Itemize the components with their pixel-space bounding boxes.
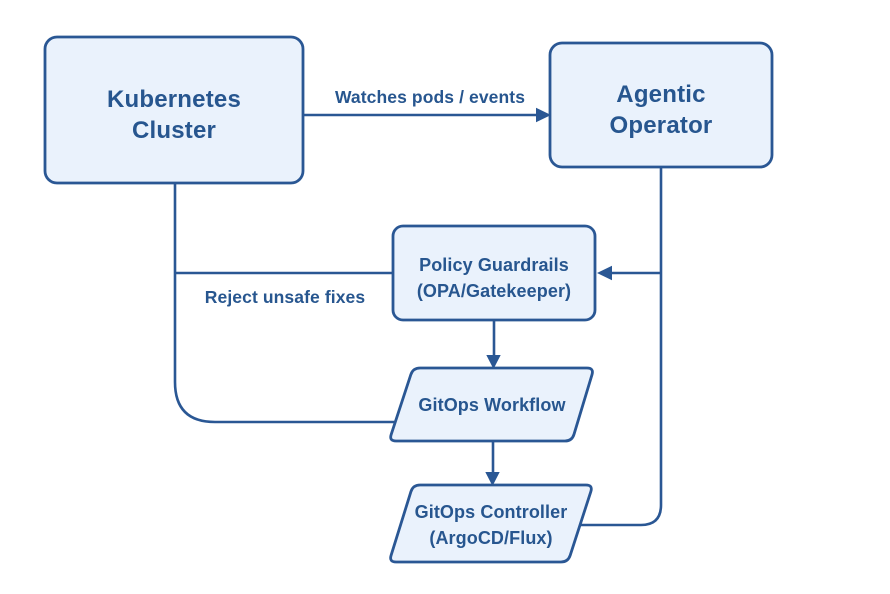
agentic-operator-box [548,41,774,169]
edge-cluster-to-workflow [173,183,397,424]
edge-workflow-to-controller [485,441,500,486]
node-label: GitOps Workflow [418,395,566,415]
node-label: Agentic [616,81,705,108]
edge-watches-pods-events: Watches pods / events [303,87,551,123]
node-label: (ArgoCD/Flux) [429,528,552,548]
edge-label-reject: Reject unsafe fixes [205,287,366,307]
edge-label-watches: Watches pods / events [335,87,525,107]
arrowhead-right-icon [536,107,551,123]
node-label: Policy Guardrails [419,255,569,275]
arrowhead-down-icon [485,472,500,486]
node-label: GitOps Controller [415,502,568,522]
edge-line [611,167,663,275]
edge-line [173,183,397,424]
policy-guardrails-box [391,224,597,322]
node-label: Kubernetes [107,86,241,113]
edge-reject-unsafe-fixes: Reject unsafe fixes [175,271,393,307]
kubernetes-cluster-box [43,35,305,185]
node-kubernetes-cluster: Kubernetes Cluster [43,35,305,185]
gitops-controller-parallelogram [389,483,593,564]
node-label: Cluster [132,117,216,144]
edge-line [581,273,663,527]
node-gitops-controller: GitOps Controller (ArgoCD/Flux) [389,483,593,564]
node-agentic-operator: Agentic Operator [548,41,774,169]
node-label: Operator [610,112,713,139]
arrowhead-left-icon [597,265,612,281]
edge-controller-to-operator [581,273,663,527]
arrowhead-down-icon [486,355,501,369]
node-gitops-workflow: GitOps Workflow [389,366,594,443]
gitops-workflow-parallelogram [389,366,594,443]
node-policy-guardrails: Policy Guardrails (OPA/Gatekeeper) [391,224,597,322]
edge-guardrails-to-workflow [486,320,501,369]
node-label: (OPA/Gatekeeper) [417,281,571,301]
edge-operator-to-guardrails [597,167,663,281]
